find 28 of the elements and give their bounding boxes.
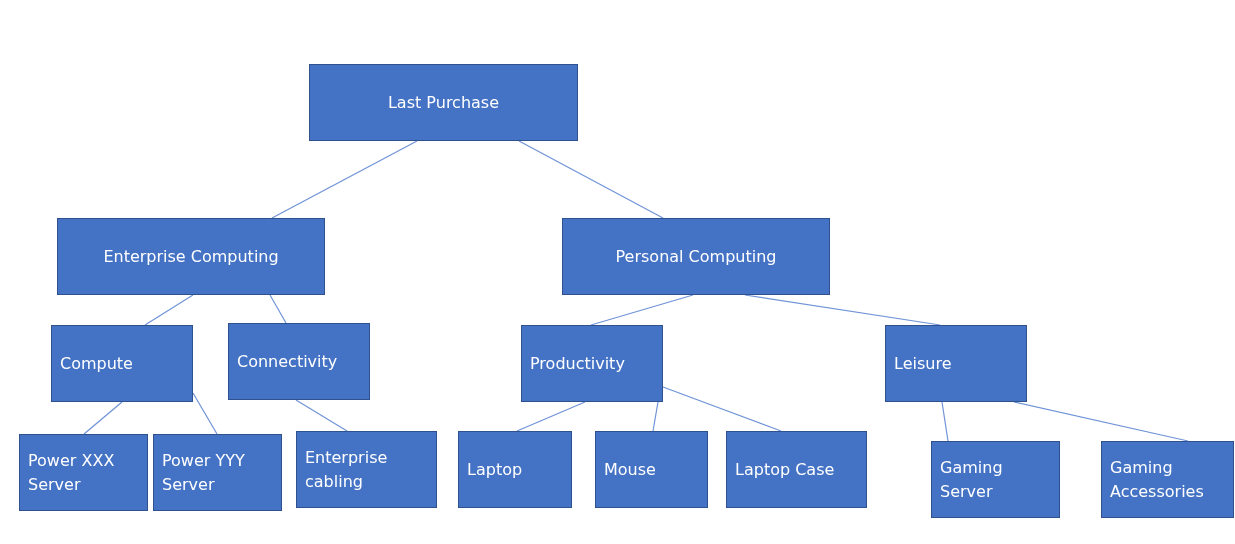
connector-line — [1013, 401, 1189, 442]
category-box: Last Purchase — [309, 64, 578, 141]
category-box: Connectivity — [228, 323, 370, 400]
connector-line — [590, 294, 694, 326]
category-box: Power YYY Server — [153, 434, 282, 511]
category-box: Productivity — [521, 325, 663, 402]
category-box: Enterprise cabling — [296, 431, 437, 508]
category-box: Leisure — [885, 325, 1027, 402]
category-box: Compute — [51, 325, 193, 402]
connector-line — [652, 401, 659, 432]
connector-line — [269, 294, 287, 324]
category-box: Enterprise Computing — [57, 218, 325, 295]
category-box: Laptop — [458, 431, 572, 508]
connector-line — [941, 401, 949, 442]
connector-line — [518, 140, 664, 219]
category-box: Power XXX Server — [19, 434, 148, 511]
connector-line — [192, 392, 218, 435]
connector-line — [516, 401, 586, 432]
category-box: Mouse — [595, 431, 708, 508]
category-box: Gaming Accessories — [1101, 441, 1234, 518]
category-box: Gaming Server — [931, 441, 1060, 518]
connector-line — [662, 386, 782, 432]
connector-line — [83, 401, 123, 435]
connector-line — [295, 399, 348, 432]
connector-line — [271, 140, 418, 219]
category-box: Laptop Case — [726, 431, 867, 508]
connector-line — [144, 294, 194, 326]
category-box: Personal Computing — [562, 218, 830, 295]
